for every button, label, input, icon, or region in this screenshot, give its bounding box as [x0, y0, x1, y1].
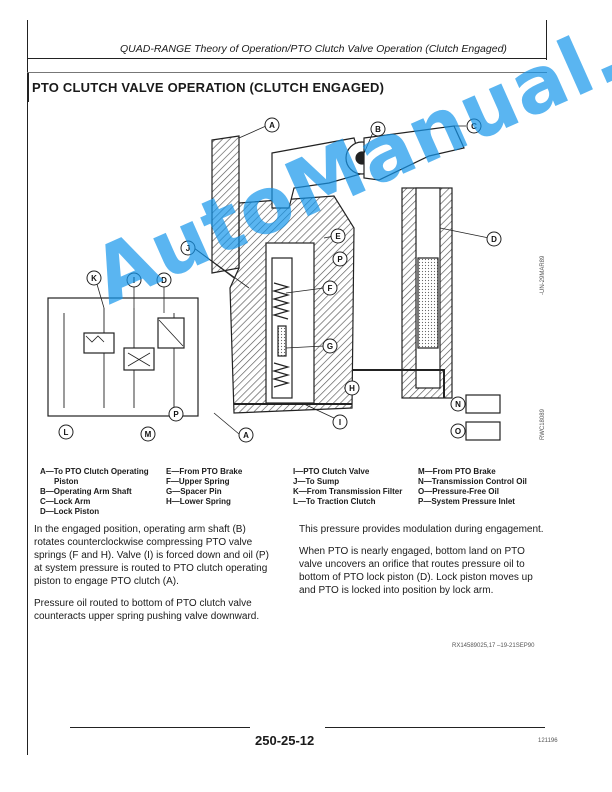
body-paragraph: In the engaged position, operating arm s…	[34, 524, 269, 587]
legend-item: Piston	[54, 477, 79, 486]
page-code: 121196	[538, 738, 558, 744]
legend-item: D—Lock Piston	[40, 507, 100, 516]
footer-rule-left	[70, 727, 250, 728]
svg-text:I: I	[339, 418, 341, 427]
page-number: 250-25-12	[255, 733, 315, 748]
callout-a-top: A	[264, 117, 280, 133]
legend-col-4: M—From PTO Brake N—Transmission Control …	[418, 467, 527, 507]
callout-d-left: D	[156, 272, 172, 288]
callout-b: B	[370, 121, 386, 137]
callout-p-top: P	[332, 251, 348, 267]
spacer-pin	[277, 325, 287, 357]
svg-text:C: C	[471, 122, 477, 131]
callout-a-bottom: A	[238, 427, 254, 443]
legend-item: F—Upper Spring	[166, 477, 230, 486]
legend-col-3: I—PTO Clutch Valve J—To Sump K—From Tran…	[293, 467, 402, 507]
svg-text:L: L	[64, 428, 69, 437]
body-paragraph: Pressure oil routed to bottom of PTO clu…	[34, 598, 260, 622]
svg-text:M: M	[145, 430, 152, 439]
swatch-pressure-free-oil	[465, 421, 501, 441]
lower-spring	[271, 362, 291, 388]
legend-item: H—Lower Spring	[166, 497, 231, 506]
section-title: PTO CLUTCH VALVE OPERATION (CLUTCH ENGAG…	[32, 80, 385, 95]
callout-m: M	[140, 426, 156, 442]
reference-code: RX14589025,17 –19-21SEP90	[452, 643, 535, 649]
section-left-rule	[27, 72, 29, 102]
callout-c: C	[466, 118, 482, 134]
legend-item: K—From Transmission Filter	[293, 487, 403, 496]
header-tick	[546, 20, 547, 60]
callout-f: F	[322, 280, 338, 296]
legend-item: C—Lock Arm	[40, 497, 91, 506]
legend-item: M—From PTO Brake	[418, 467, 496, 476]
callout-d-right: D	[486, 231, 502, 247]
left-margin-rule	[27, 20, 28, 755]
legend-col-1: A—To PTO Clutch Operating Piston B—Opera…	[40, 467, 149, 517]
callout-i: I	[332, 414, 348, 430]
legend-item: E—From PTO Brake	[166, 467, 243, 476]
legend-col-2: E—From PTO Brake F—Upper Spring G—Spacer…	[166, 467, 242, 507]
oil-line-to-piston	[352, 369, 445, 398]
legend-item: G—Spacer Pin	[166, 487, 222, 496]
svg-text:I: I	[133, 276, 135, 285]
svg-text:P: P	[173, 410, 179, 419]
svg-text:H: H	[349, 384, 355, 393]
footer-rule-right	[325, 727, 545, 728]
body-paragraph: This pressure provides modulation during…	[299, 524, 544, 535]
header-rule	[27, 58, 547, 59]
schematic-box	[47, 297, 199, 417]
legend-item: P—System Pressure Inlet	[418, 497, 515, 506]
callout-p-left: P	[168, 406, 184, 422]
body-paragraph: When PTO is nearly engaged, bottom land …	[299, 546, 533, 596]
lock-piston	[417, 257, 439, 349]
svg-text:A: A	[243, 431, 249, 440]
callout-g: G	[322, 338, 338, 354]
legend-item: I—PTO Clutch Valve	[293, 467, 370, 476]
diagram-code-2: RWC18089	[540, 409, 546, 440]
svg-text:D: D	[491, 235, 497, 244]
swatch-transmission-control-oil	[465, 394, 501, 414]
diagram-code-1: -UN-29MAR89	[540, 255, 546, 295]
svg-text:G: G	[327, 342, 333, 351]
svg-text:E: E	[335, 232, 341, 241]
upper-spring	[271, 282, 291, 320]
callout-n: N	[450, 396, 466, 412]
svg-text:P: P	[337, 255, 343, 264]
callout-j: J	[180, 240, 196, 256]
legend-item: J—To Sump	[293, 477, 340, 486]
pto-valve-diagram: A B C D E P J F G H I A K I D P L M N O	[47, 117, 502, 443]
svg-text:F: F	[328, 284, 333, 293]
callout-k: K	[86, 270, 102, 286]
legend-item: L—To Traction Clutch	[293, 497, 376, 506]
legend-item: B—Operating Arm Shaft	[40, 487, 132, 496]
svg-text:B: B	[375, 125, 381, 134]
legend-item: A—To PTO Clutch Operating	[40, 467, 149, 476]
svg-text:N: N	[455, 400, 461, 409]
legend-item: O—Pressure-Free Oil	[418, 487, 499, 496]
section-rule	[27, 72, 547, 73]
body-right-column: This pressure provides modulation during…	[299, 523, 544, 606]
callout-i-left: I	[126, 272, 142, 288]
svg-text:J: J	[186, 244, 190, 253]
legend-item: N—Transmission Control Oil	[418, 477, 527, 486]
callout-h: H	[344, 380, 360, 396]
callout-l: L	[58, 424, 74, 440]
header-title: QUAD-RANGE Theory of Operation/PTO Clutc…	[120, 43, 507, 55]
svg-text:D: D	[161, 276, 167, 285]
svg-text:K: K	[91, 274, 97, 283]
body-left-column: In the engaged position, operating arm s…	[34, 523, 279, 632]
svg-text:O: O	[455, 427, 461, 436]
callout-o: O	[450, 423, 466, 439]
callout-e: E	[330, 228, 346, 244]
svg-text:A: A	[269, 121, 275, 130]
